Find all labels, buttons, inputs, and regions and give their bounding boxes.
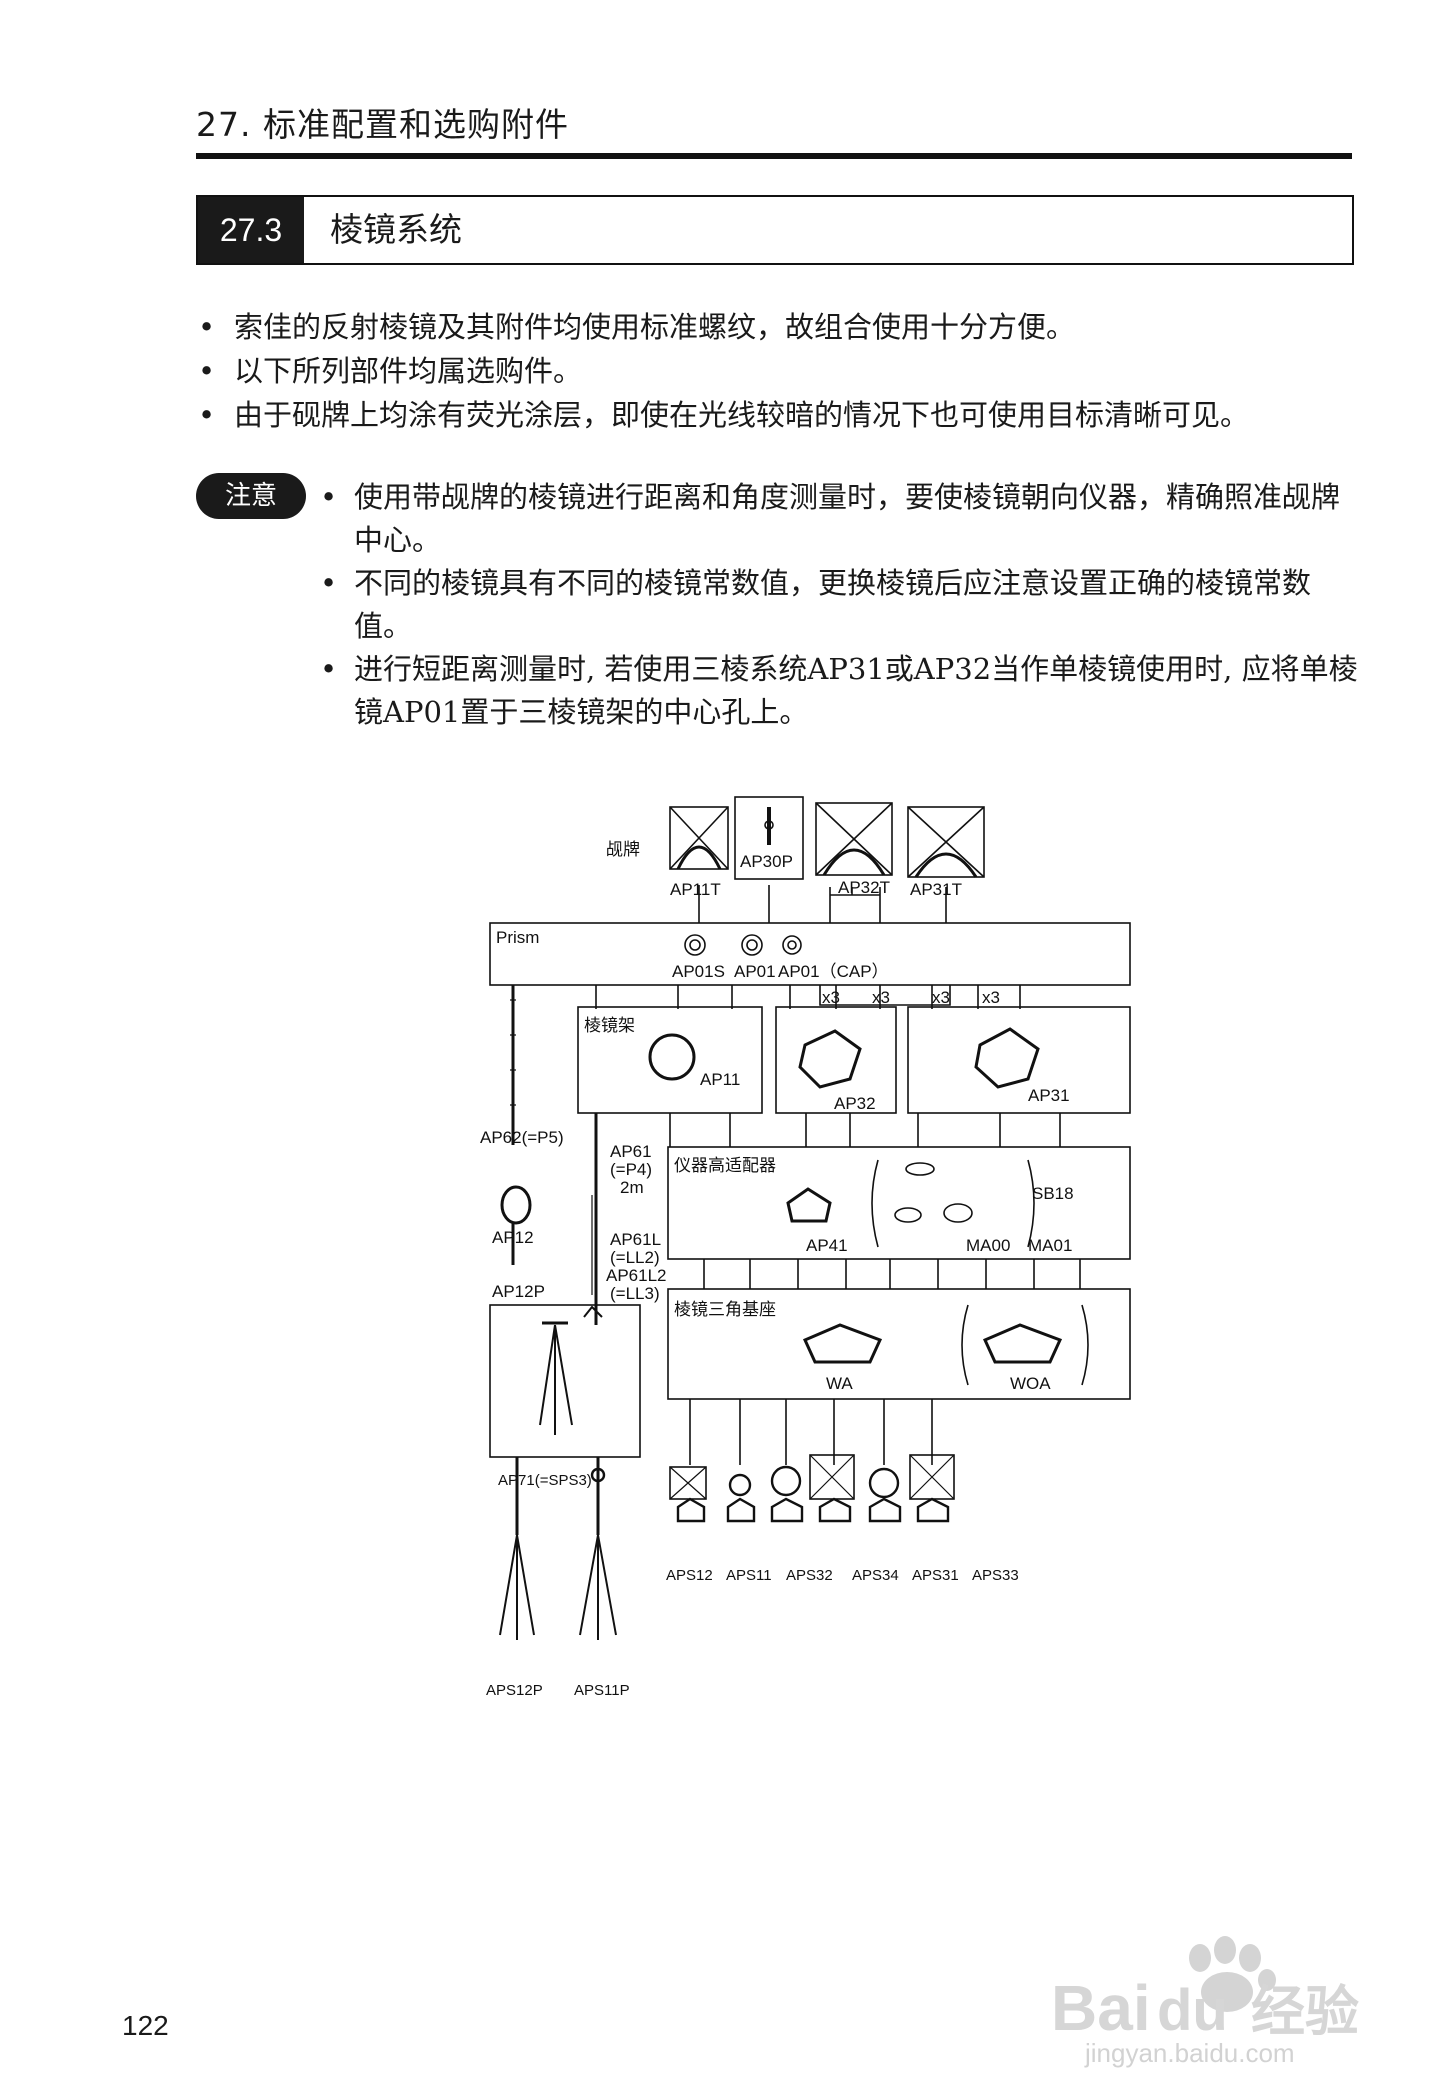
holder-name: AP32 [834, 1094, 876, 1113]
watermark-brand-cn: 经验 [1251, 1980, 1359, 2043]
tripod-label: AP71(=SPS3) [498, 1472, 592, 1489]
pole-label: (=P4) [610, 1160, 652, 1179]
adapter-label: 仪器高适配器 [674, 1156, 776, 1176]
intro-bullets: 索佳的反射棱镜及其附件均使用标准螺纹，故组合使用十分方便。 以下所列部件均属选购… [196, 305, 1356, 437]
prism-box-label: Prism [496, 928, 539, 947]
baidu-watermark: Bai du 经验 jingyan.baidu.com [1051, 1936, 1359, 2068]
chapter-rule [196, 153, 1352, 159]
set-name: APS32 [786, 1567, 833, 1584]
note-badge: 注意 [196, 473, 306, 519]
note-list: 使用带觇牌的棱镜进行距离和角度测量时，要使棱镜朝向仪器，精确照准觇牌中心。 不同… [318, 476, 1358, 734]
holder-label: 棱镜架 [584, 1016, 635, 1036]
pole-label: (=LL3) [610, 1284, 660, 1303]
prism-name: AP01（CAP） [778, 962, 889, 981]
adapter-box [667, 1146, 1131, 1260]
pole-label: AP62(=P5) [480, 1128, 564, 1147]
set-name: APS12P [486, 1682, 543, 1699]
set-name: APS33 [972, 1567, 1019, 1584]
pole-label: AP12 [492, 1228, 534, 1247]
watermark-brand: Bai [1051, 1972, 1151, 2044]
target-name: AP31T [910, 880, 962, 899]
multiplier-label: x3 [982, 988, 1000, 1007]
pole-label: AP61 [610, 1142, 652, 1161]
watermark-brand-du: du [1157, 1978, 1228, 2043]
tripod-box [489, 1304, 641, 1458]
paw-icon [1189, 1936, 1276, 2012]
pole-label: AP61L [610, 1230, 661, 1249]
holder-box-ap32 [775, 1006, 897, 1114]
target-ap31t [907, 806, 985, 878]
target-name: AP11T [670, 880, 721, 899]
note-item: 使用带觇牌的棱镜进行距离和角度测量时，要使棱镜朝向仪器，精确照准觇牌中心。 [318, 476, 1358, 562]
prism-system-diagram: 觇牌 AP11T AP30P AP32T AP31T Prism AP01S A… [480, 796, 1131, 1699]
prism-name: AP01S [672, 962, 725, 981]
tribrach-label: 棱镜三角基座 [674, 1300, 776, 1320]
set-name: APS12 [666, 1567, 713, 1584]
watermark-url: jingyan.baidu.com [1084, 2038, 1295, 2068]
target-name: AP30P [740, 852, 793, 871]
pole-label: (=LL2) [610, 1248, 660, 1267]
target-ap11t [669, 806, 729, 870]
adapter-name: AP41 [806, 1236, 848, 1255]
chapter-title: 27. 标准配置和选购附件 [196, 105, 569, 144]
target-label: 觇牌 [606, 840, 640, 860]
holder-name: AP31 [1028, 1086, 1070, 1105]
prism-box [489, 922, 1131, 986]
set-name: APS34 [852, 1567, 899, 1584]
holder-box-ap31 [907, 1006, 1131, 1114]
intro-bullet: 以下所列部件均属选购件。 [196, 349, 1356, 393]
intro-bullet: 索佳的反射棱镜及其附件均使用标准螺纹，故组合使用十分方便。 [196, 305, 1356, 349]
target-ap30p [734, 796, 804, 880]
tribrach-box [667, 1288, 1131, 1400]
multiplier-label: x3 [822, 988, 840, 1007]
note-item: 进行短距离测量时, 若使用三棱系统AP31或AP32当作单棱镜使用时, 应将单棱… [318, 648, 1358, 734]
tribrach-name: WA [826, 1374, 853, 1393]
prism-name: AP01 [734, 962, 776, 981]
pole-label: 2m [620, 1178, 644, 1197]
section-number: 27.3 [198, 197, 304, 263]
adapter-name: MA01 [1028, 1236, 1072, 1255]
multiplier-label: x3 [932, 988, 950, 1007]
note-item: 不同的棱镜具有不同的棱镜常数值，更换棱镜后应注意设置正确的棱镜常数值。 [318, 562, 1358, 648]
set-name: APS11 [726, 1567, 772, 1584]
target-name: AP32T [838, 878, 890, 897]
multiplier-label: x3 [872, 988, 890, 1007]
adapter-name: MA00 [966, 1236, 1010, 1255]
pole-label: AP12P [492, 1282, 545, 1301]
adapter-name: SB18 [1032, 1184, 1074, 1203]
page-number: 122 [122, 2010, 169, 2041]
intro-bullet: 由于砚牌上均涂有荧光涂层，即使在光线较暗的情况下也可使用目标清晰可见。 [196, 393, 1356, 437]
section-title: 棱镜系统 [330, 210, 462, 249]
set-name: APS11P [574, 1682, 630, 1699]
set-name: APS31 [912, 1567, 959, 1584]
tribrach-name: WOA [1010, 1374, 1051, 1393]
pole-label: AP61L2 [606, 1266, 667, 1285]
target-ap32t [815, 802, 893, 876]
holder-name: AP11 [700, 1070, 740, 1089]
section-heading: 27.3 棱镜系统 [196, 195, 1354, 265]
